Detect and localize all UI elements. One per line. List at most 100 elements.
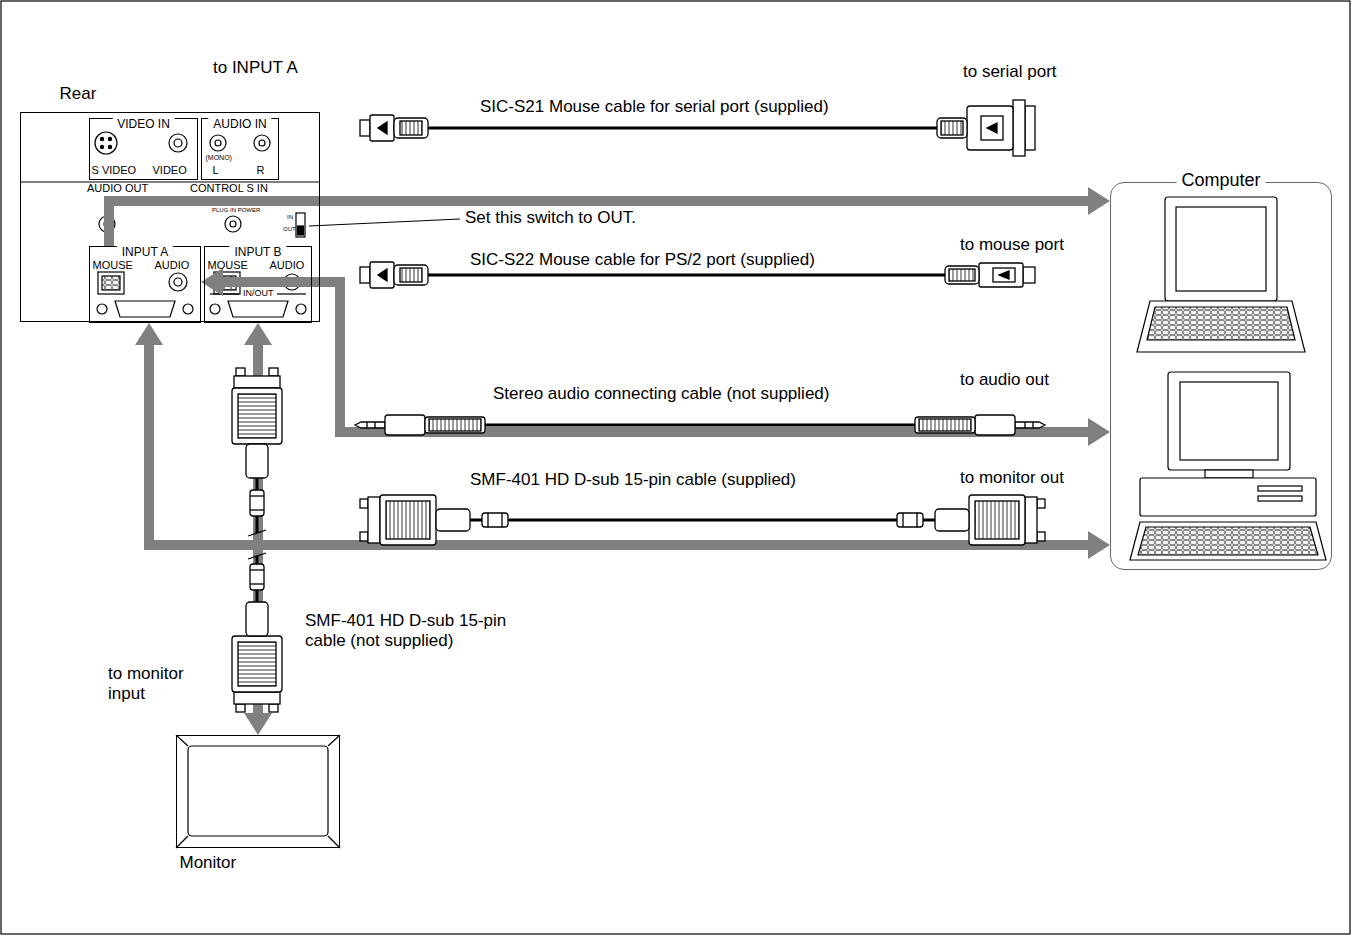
node-text: VIDEO IN	[112, 118, 175, 132]
rear-panel-jacks	[296, 304, 306, 314]
mouse-plug	[360, 262, 428, 288]
computer-illustration	[1205, 470, 1253, 478]
node-text: S VIDEO	[92, 164, 137, 177]
rear-panel-jacks	[169, 273, 187, 291]
computer-group: Computer	[1110, 182, 1332, 570]
panel-label: PLUG IN POWER	[212, 207, 260, 214]
rear-panel-jacks	[210, 135, 226, 151]
rear-panel-jacks	[20, 132, 320, 317]
rear-panel-jacks	[97, 304, 107, 314]
node-text: MOUSE	[208, 259, 248, 272]
jack-panel: INPUT AMOUSE AUDIO	[89, 246, 201, 323]
cable-label: Set this switch to OUT.	[465, 208, 636, 228]
cable-wire	[485, 424, 915, 427]
ps2-plug	[945, 263, 1035, 287]
monitor-illustration	[188, 746, 328, 836]
rear-panel-jacks	[228, 301, 288, 317]
rear-panel-jacks	[277, 293, 306, 294]
cable-break-mark	[248, 530, 266, 536]
cable-break-mark	[248, 530, 266, 559]
cable-arrow-line	[213, 282, 1098, 432]
cable-label: to INPUT A	[213, 58, 298, 78]
cable-label: to monitor input	[108, 664, 200, 703]
rear-panel-jacks	[102, 276, 120, 290]
rear-panel-jacks	[230, 221, 236, 227]
rear-panel-jacks	[108, 145, 111, 148]
dsub-plug	[232, 368, 282, 516]
cable-wire	[428, 274, 945, 277]
monitor-illustration	[176, 735, 340, 848]
node-text: (MONO)	[206, 154, 232, 162]
arrow-head	[1088, 531, 1110, 559]
cable-wire	[508, 519, 897, 522]
rear-panel-jacks	[174, 139, 182, 147]
computer-illustration	[1168, 372, 1290, 470]
node-text: AUDIO	[270, 259, 305, 272]
node-text: INPUT A	[117, 246, 173, 260]
rear-panel-jacks	[95, 132, 117, 154]
rear-panel-jacks	[183, 304, 193, 314]
rear-panel-jacks	[98, 272, 124, 294]
cable-wire	[256, 516, 259, 533]
node-text: AUDIO IN	[208, 118, 271, 132]
computer-illustration	[1258, 486, 1302, 491]
rear-panel-jacks	[298, 226, 304, 235]
cable-label: SIC-S22 Mouse cable for PS/2 port (suppl…	[470, 250, 815, 270]
arrow-head	[1088, 418, 1110, 446]
serial-plug	[937, 100, 1035, 156]
node-text: Rear	[60, 84, 97, 104]
dsub-plug	[360, 495, 508, 545]
arrow-head	[244, 323, 272, 345]
cable-label: SIC-S21 Mouse cable for serial port (sup…	[480, 97, 829, 117]
computer-illustration	[1165, 197, 1277, 301]
leader-line	[309, 219, 460, 226]
node-text: L	[213, 164, 219, 177]
mouse-plug	[360, 115, 428, 141]
rear-panel-jacks	[259, 140, 265, 146]
cable-label: to serial port	[963, 62, 1057, 82]
rear-panel-jacks	[254, 135, 270, 151]
rear-panel-jacks	[296, 213, 305, 237]
rear-panel-jacks	[20, 181, 320, 182]
cable-arrow-line	[109, 201, 1098, 246]
cable-wire	[428, 127, 937, 130]
panel-label: AUDIO OUT	[87, 182, 148, 195]
computer-illustration	[1258, 496, 1302, 501]
computer-illustration	[1140, 478, 1316, 516]
rear-panel-jacks	[108, 137, 111, 140]
node-text: Monitor	[180, 853, 237, 873]
cable-label: to mouse port	[960, 235, 1064, 255]
monitor-illustration	[328, 735, 340, 746]
panel-label: IN/OUT	[243, 288, 274, 298]
rear-panel-jacks	[100, 137, 103, 140]
jack-panel: INPUT BMOUSEAUDIO	[204, 246, 312, 323]
node-text: MOUSE	[93, 259, 133, 272]
jack-panel: VIDEO IN S VIDEO VIDEO	[89, 118, 198, 180]
panel-label: OUT	[283, 226, 296, 233]
audio-plug	[915, 415, 1045, 435]
cable-label: SMF-401 HD D-sub 15-pin cable (supplied)	[470, 470, 796, 490]
node-text: AUDIO	[155, 259, 190, 272]
cable-arrow	[201, 268, 1110, 446]
computer-illustration	[1147, 307, 1295, 340]
jack-panel: AUDIO IN(MONO)LR	[201, 118, 279, 180]
cable-arrow	[135, 323, 1110, 559]
arrow-head	[244, 713, 272, 735]
cable-wire	[256, 556, 259, 564]
panel-label: CONTROL S IN	[190, 182, 268, 195]
computer-illustration	[1180, 382, 1278, 460]
rear-panel-jacks	[210, 293, 239, 294]
arrow-head	[135, 323, 163, 345]
rear-panel-jacks	[174, 278, 182, 286]
cable-break-mark	[248, 553, 266, 559]
audio-plug	[355, 415, 485, 435]
computer-illustration	[1130, 197, 1326, 560]
monitor-box: Monitor	[176, 735, 340, 848]
rear-panel-jacks	[169, 134, 187, 152]
cable-label: SMF-401 HD D-sub 15-pin cable (not suppl…	[305, 611, 535, 650]
node-text: VIDEO	[153, 164, 187, 177]
rear-panel-jacks	[100, 145, 103, 148]
